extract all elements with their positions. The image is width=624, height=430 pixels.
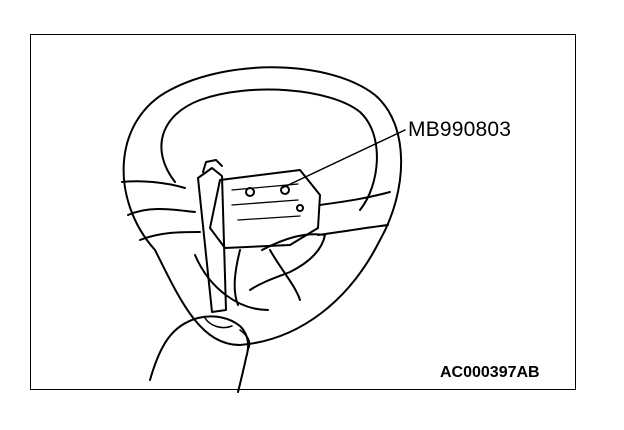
right-hand-icon — [249, 233, 326, 291]
steering-wheel-rim-inner — [160, 88, 378, 211]
hand-icon — [149, 315, 249, 393]
steering-wheel-rim-inner-lower — [194, 254, 269, 311]
steering-wheel-spoke-left — [121, 180, 201, 241]
illustration-frame — [30, 34, 576, 390]
steering-wheel-spoke-right — [317, 191, 391, 236]
wrench-tool-icon — [197, 159, 227, 313]
steering-wheel-rim-outer — [122, 66, 403, 346]
steering-wheel-spoke-lower — [233, 249, 301, 306]
steering-wheel-hub — [209, 169, 321, 249]
figure-code-label: AC000397AB — [440, 364, 540, 381]
callout-leader-line — [281, 129, 406, 189]
tool-callout-label: MB990803 — [408, 118, 512, 141]
